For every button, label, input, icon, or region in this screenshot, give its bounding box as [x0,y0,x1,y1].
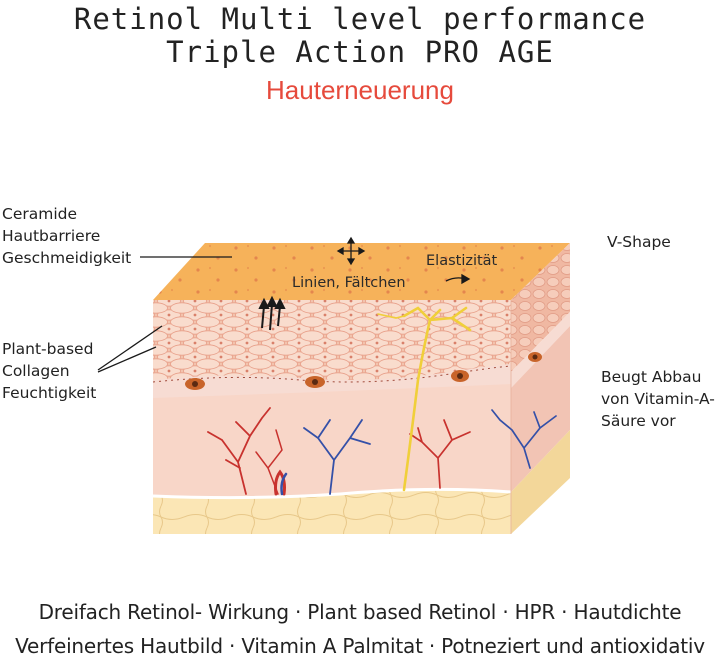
label-saeure-vor: Säure vor [601,412,676,430]
dermis-layer [153,384,511,498]
label-geschmeidigkeit: Geschmeidigkeit [2,249,132,267]
label-beugt-abbau: Beugt Abbau [601,368,702,386]
label-v-shape: V-Shape [607,233,671,251]
upward-arrows-icon [258,295,286,331]
label-elasticity: Elastizität [426,253,498,269]
side-face [510,243,570,534]
footer-line-1: Dreifach Retinol- Wirkung · Plant based … [38,600,682,624]
label-feuchtigkeit: Feuchtigkeit [2,384,97,402]
elasticity-arrow-icon [445,273,471,285]
skin-surface [153,243,570,300]
nerve-fiber [377,306,472,492]
label-ceramide: Ceramide [2,205,78,223]
label-collagen: Collagen [2,362,70,380]
label-ceramide-group: Ceramide Hautbarriere Geschmeidigkeit [2,203,131,269]
melanocytes [185,352,542,390]
label-vitamin-a: von Vitamin-A- [601,390,715,408]
footer-line-2: Verfeinertes Hautbild · Vitamin A Palmit… [15,634,705,658]
label-collagen-group: Plant-based Collagen Feuchtigkeit [2,338,96,404]
leader-lines [97,256,232,373]
label-hautbarriere: Hautbarriere [2,227,101,245]
label-lines-wrinkles: Linien, Fältchen [292,275,406,291]
move-cross-icon [336,236,366,266]
title-line-1: Retinol Multi level performance [73,2,647,36]
label-plant-based: Plant-based [2,340,94,358]
fat-layer [152,487,512,534]
title-line-2: Triple Action PRO AGE [166,35,554,69]
subtitle: Hauterneuerung [266,75,454,105]
label-vitamin-group: Beugt Abbau von Vitamin-A- Säure vor [601,366,715,432]
blood-vessels [207,407,557,496]
epidermis-layer [152,300,516,400]
